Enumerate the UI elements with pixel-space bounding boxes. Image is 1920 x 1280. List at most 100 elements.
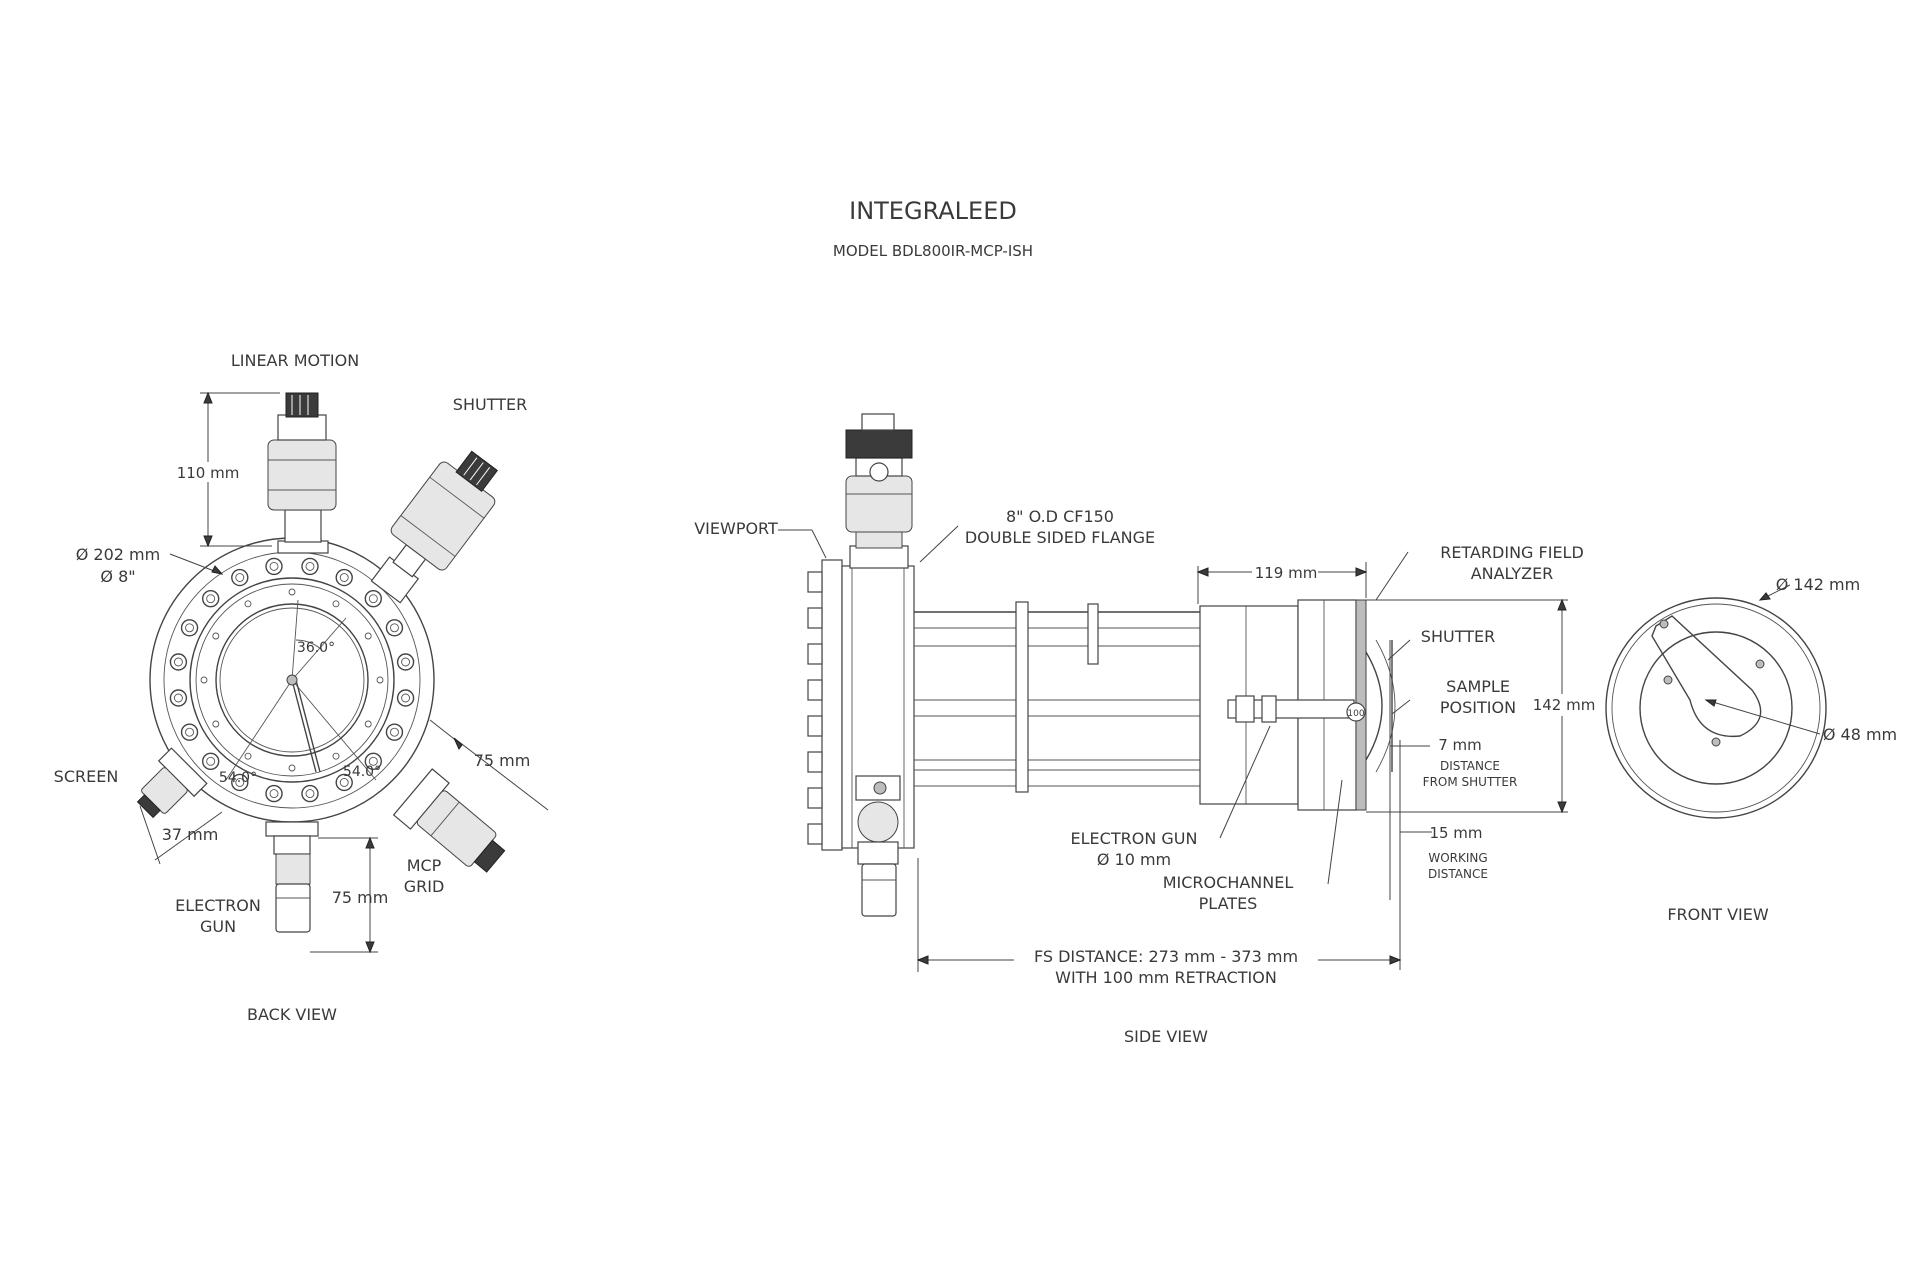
viewport-bolt — [807, 787, 823, 809]
viewport-bolt — [807, 715, 823, 737]
label-working-2: DISTANCE — [1428, 867, 1488, 881]
screen-mount-hole — [244, 600, 252, 608]
front-inner-ring — [1639, 631, 1793, 785]
bolt-hole — [364, 752, 383, 771]
label-flange-2: DOUBLE SIDED FLANGE — [965, 528, 1155, 547]
bolt-hole — [201, 589, 220, 608]
screen-mount-hole — [288, 588, 296, 596]
dim-rfa-length: 119 mm — [1255, 564, 1318, 582]
label-sample-2: POSITION — [1440, 698, 1516, 717]
bolt-hole — [396, 689, 415, 707]
screen-mount-hole — [212, 720, 220, 728]
bolt-hole — [301, 784, 319, 803]
phosphor-screen — [215, 603, 369, 757]
screen-mount-hole — [364, 632, 372, 640]
caption-side-view: SIDE VIEW — [1124, 1027, 1208, 1046]
label-rfa-2: ANALYZER — [1471, 564, 1554, 583]
bolt-hole — [169, 653, 188, 671]
label-electron-gun-back-2: GUN — [200, 917, 236, 936]
label-sample-1: SAMPLE — [1446, 677, 1510, 696]
front-outer-ring — [1605, 597, 1827, 819]
screen-mount-hole — [212, 632, 220, 640]
label-mcp-1: MCP — [407, 856, 442, 875]
label-electron-gun-back-1: ELECTRON — [175, 896, 261, 915]
label-shutter-back: SHUTTER — [453, 395, 527, 414]
viewport-bolt — [807, 823, 823, 845]
label-dia-202: Ø 202 mm — [76, 545, 160, 564]
screen-mount-hole — [364, 720, 372, 728]
dim-left-port: 37 mm — [162, 825, 219, 844]
sample-mark: 100 — [1347, 709, 1364, 719]
label-working-1: WORKING — [1428, 851, 1487, 865]
dim-height-142: 142 mm — [1533, 696, 1596, 714]
screen-mount-hole — [332, 600, 340, 608]
shutter-drive — [370, 450, 499, 604]
bolt-hole — [364, 589, 383, 608]
viewport-flange — [821, 559, 843, 851]
bolt-hole — [335, 568, 353, 587]
screen-mount-hole — [244, 752, 252, 760]
shutter-blade — [1651, 615, 1762, 738]
dim-front-inner: Ø 48 mm — [1823, 725, 1897, 744]
label-flange-1: 8" O.D CF150 — [1006, 507, 1114, 526]
viewport-bolt — [807, 751, 823, 773]
bolt-hole — [265, 557, 283, 576]
label-dist-shutter-2: FROM SHUTTER — [1423, 775, 1518, 789]
viewport-bolt — [807, 643, 823, 665]
label-dist-shutter-1: DISTANCE — [1440, 759, 1500, 773]
screen-feedthrough — [136, 747, 208, 819]
bolt-hole — [169, 689, 188, 707]
bolt-hole — [385, 619, 404, 637]
bolt-hole — [180, 619, 199, 637]
viewport-bolt — [807, 679, 823, 701]
label-shutter-side: SHUTTER — [1421, 627, 1495, 646]
label-linear-motion: LINEAR MOTION — [231, 351, 359, 370]
linear-motion-drive — [267, 392, 337, 554]
dim-shutter-gap: 7 mm — [1438, 736, 1482, 754]
dim-bottom-port: 75 mm — [332, 888, 389, 907]
model-number: MODEL BDL800IR-MCP-ISH — [833, 242, 1033, 260]
screen-mount-hole — [288, 764, 296, 772]
angle-right: 54.0° — [343, 764, 381, 780]
bolt-hole — [396, 653, 415, 671]
flange-bolts — [169, 557, 415, 803]
bolt-hole — [231, 773, 249, 792]
caption-front-view: FRONT VIEW — [1667, 905, 1769, 924]
mcp-grid-dome — [1365, 651, 1383, 761]
dim-right-port: 75 mm — [474, 751, 531, 770]
back-view: 110 mm LINEAR MOTION SHUTTER Ø 202 mm Ø … — [54, 351, 549, 1024]
label-screen: SCREEN — [54, 767, 119, 786]
angle-top: 36.0° — [297, 640, 335, 656]
screen-mount-hole — [376, 676, 384, 684]
label-mcp-2: GRID — [404, 877, 445, 896]
bolt-hole — [385, 723, 404, 741]
screen-mount-hole — [332, 752, 340, 760]
bolt-hole — [335, 773, 353, 792]
label-fs-2: WITH 100 mm RETRACTION — [1055, 968, 1277, 987]
caption-back-view: BACK VIEW — [247, 1005, 337, 1024]
drawing-title: INTEGRALEED — [849, 197, 1017, 225]
double-sided-flange — [841, 565, 915, 849]
label-rfa-1: RETARDING FIELD — [1440, 543, 1584, 562]
dim-working: 15 mm — [1429, 824, 1482, 842]
label-egun-side-2: Ø 10 mm — [1097, 850, 1171, 869]
mcp-feedthrough — [392, 768, 506, 873]
bolt-hole — [265, 784, 283, 803]
viewport-bolt — [807, 607, 823, 629]
label-dia-8in: Ø 8" — [100, 567, 135, 586]
inner-holes — [200, 588, 384, 772]
bolt-hole — [180, 723, 199, 741]
electron-gun-feedthrough — [265, 821, 319, 933]
screen-mount-hole — [200, 676, 208, 684]
label-fs-1: FS DISTANCE: 273 mm - 373 mm — [1034, 947, 1298, 966]
bolt-hole — [201, 752, 220, 771]
label-viewport: VIEWPORT — [694, 519, 778, 538]
dim-front-outer: Ø 142 mm — [1776, 575, 1860, 594]
side-view: VIEWPORT 8" O.D CF150 DOUBLE SIDED FLANG… — [694, 413, 1596, 1046]
label-egun-side-1: ELECTRON GUN — [1071, 829, 1198, 848]
bolt-hole — [231, 568, 249, 587]
angle-left: 54.0° — [219, 770, 257, 786]
front-view: Ø 142 mm Ø 48 mm FRONT VIEW — [1605, 575, 1897, 924]
label-mcp-side-1: MICROCHANNEL — [1163, 873, 1294, 892]
